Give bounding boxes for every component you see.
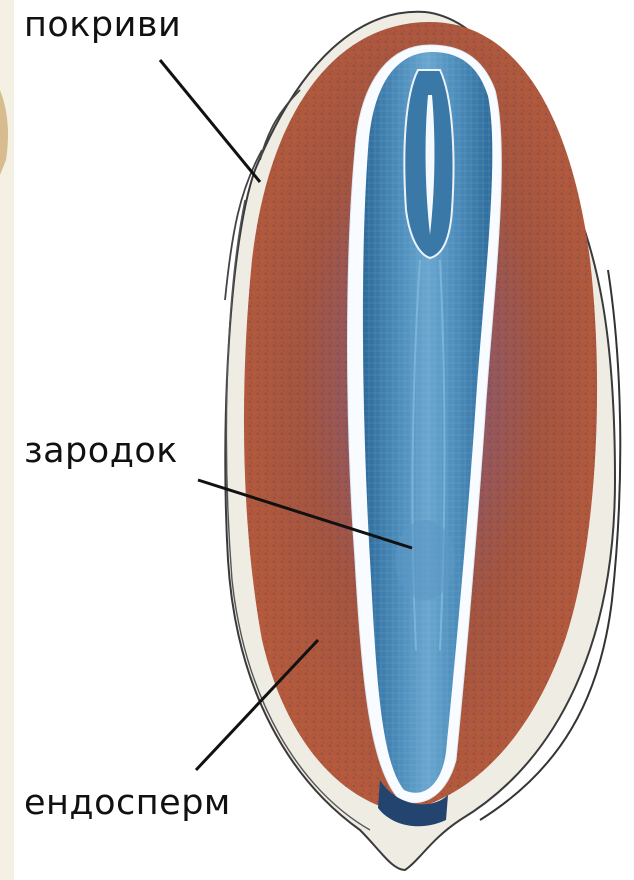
pointer-covers	[160, 60, 260, 182]
label-endosperm: ендосперм	[24, 786, 231, 821]
label-covers: покриви	[24, 8, 181, 43]
embryo-scutellum	[395, 520, 455, 600]
label-embryo: зародок	[24, 434, 178, 469]
